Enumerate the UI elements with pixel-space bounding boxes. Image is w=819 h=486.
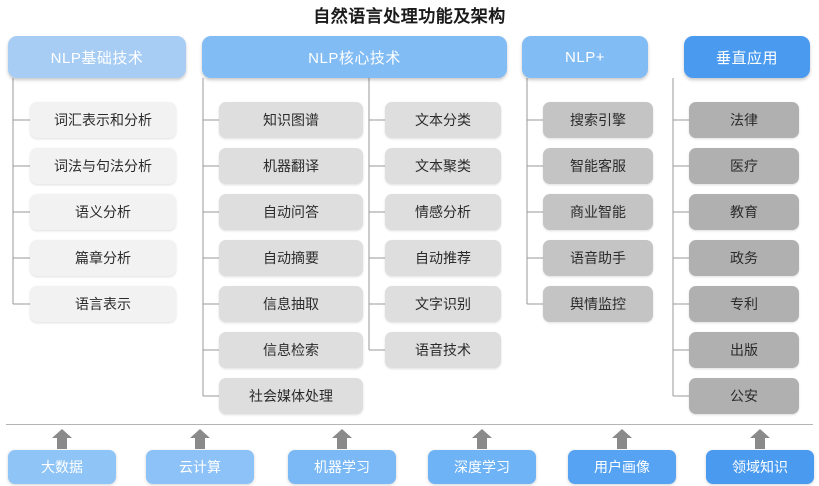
column-header-nlp-plus[interactable]: NLP+ bbox=[522, 36, 648, 78]
item-vertical-app-0-1[interactable]: 医疗 bbox=[689, 148, 799, 184]
item-nlp-core-1-3[interactable]: 自动推荐 bbox=[385, 240, 501, 276]
item-nlp-basic-0-1[interactable]: 词法与句法分析 bbox=[30, 148, 176, 184]
column-header-nlp-basic[interactable]: NLP基础技术 bbox=[8, 36, 186, 78]
foundation-item-0[interactable]: 大数据 bbox=[8, 450, 116, 484]
item-vertical-app-0-0[interactable]: 法律 bbox=[689, 102, 799, 138]
item-nlp-plus-0-0[interactable]: 搜索引擎 bbox=[543, 102, 653, 138]
item-nlp-basic-0-3[interactable]: 篇章分析 bbox=[30, 240, 176, 276]
item-nlp-core-0-0[interactable]: 知识图谱 bbox=[219, 102, 363, 138]
up-arrow-icon bbox=[471, 428, 493, 450]
item-nlp-core-1-2[interactable]: 情感分析 bbox=[385, 194, 501, 230]
item-vertical-app-0-2[interactable]: 教育 bbox=[689, 194, 799, 230]
item-vertical-app-0-6[interactable]: 公安 bbox=[689, 378, 799, 414]
up-arrow-icon bbox=[51, 428, 73, 450]
up-arrow-icon bbox=[189, 428, 211, 450]
item-vertical-app-0-3[interactable]: 政务 bbox=[689, 240, 799, 276]
item-nlp-core-0-2[interactable]: 自动问答 bbox=[219, 194, 363, 230]
item-nlp-core-0-4[interactable]: 信息抽取 bbox=[219, 286, 363, 322]
foundation-item-1[interactable]: 云计算 bbox=[146, 450, 254, 484]
foundation-item-5[interactable]: 领域知识 bbox=[706, 450, 814, 484]
up-arrow-icon bbox=[749, 428, 771, 450]
item-nlp-basic-0-0[interactable]: 词汇表示和分析 bbox=[30, 102, 176, 138]
item-nlp-core-0-5[interactable]: 信息检索 bbox=[219, 332, 363, 368]
item-nlp-core-1-4[interactable]: 文字识别 bbox=[385, 286, 501, 322]
item-vertical-app-0-4[interactable]: 专利 bbox=[689, 286, 799, 322]
item-nlp-basic-0-4[interactable]: 语言表示 bbox=[30, 286, 176, 322]
page-title: 自然语言处理功能及架构 bbox=[313, 7, 506, 26]
column-header-nlp-core[interactable]: NLP核心技术 bbox=[202, 36, 507, 78]
item-nlp-plus-0-1[interactable]: 智能客服 bbox=[543, 148, 653, 184]
item-nlp-core-0-1[interactable]: 机器翻译 bbox=[219, 148, 363, 184]
item-nlp-core-0-3[interactable]: 自动摘要 bbox=[219, 240, 363, 276]
up-arrow-icon bbox=[611, 428, 633, 450]
item-nlp-basic-0-2[interactable]: 语义分析 bbox=[30, 194, 176, 230]
item-nlp-plus-0-3[interactable]: 语音助手 bbox=[543, 240, 653, 276]
up-arrow-icon bbox=[331, 428, 353, 450]
item-nlp-plus-0-4[interactable]: 舆情监控 bbox=[543, 286, 653, 322]
item-vertical-app-0-5[interactable]: 出版 bbox=[689, 332, 799, 368]
item-nlp-core-1-5[interactable]: 语音技术 bbox=[385, 332, 501, 368]
foundation-item-3[interactable]: 深度学习 bbox=[428, 450, 536, 484]
item-nlp-core-0-6[interactable]: 社会媒体处理 bbox=[219, 378, 363, 414]
item-nlp-core-1-1[interactable]: 文本聚类 bbox=[385, 148, 501, 184]
column-header-vertical-app[interactable]: 垂直应用 bbox=[684, 36, 810, 78]
item-nlp-plus-0-2[interactable]: 商业智能 bbox=[543, 194, 653, 230]
foundation-divider bbox=[6, 424, 813, 425]
foundation-item-2[interactable]: 机器学习 bbox=[288, 450, 396, 484]
foundation-item-4[interactable]: 用户画像 bbox=[568, 450, 676, 484]
item-nlp-core-1-0[interactable]: 文本分类 bbox=[385, 102, 501, 138]
